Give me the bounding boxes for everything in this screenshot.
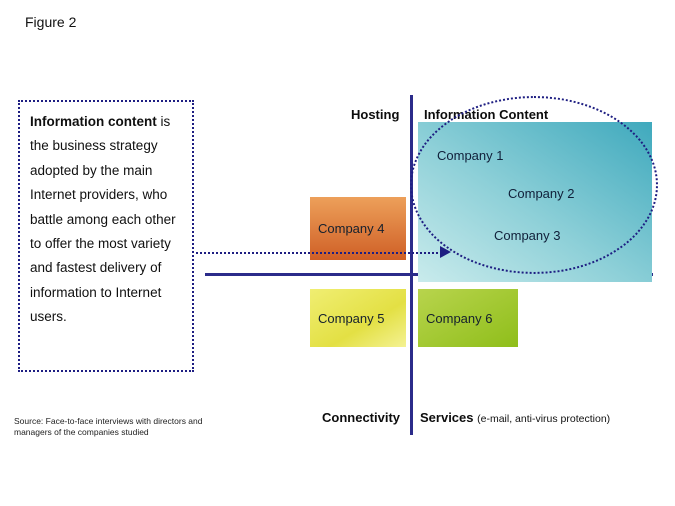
dotted-arrow-line bbox=[196, 252, 442, 254]
company-4-box: Company 4 bbox=[310, 197, 406, 260]
company-1-label: Company 1 bbox=[437, 148, 504, 163]
services-sublabel: (e-mail, anti-virus protection) bbox=[477, 413, 611, 425]
company-4-label: Company 4 bbox=[318, 221, 385, 236]
note-bold-text: Information content bbox=[30, 114, 157, 129]
annotation-note-box: Information content is the business stra… bbox=[18, 100, 194, 372]
quadrant-label-services: Services (e-mail, anti-virus protection) bbox=[420, 410, 610, 425]
dotted-ellipse-highlight bbox=[410, 96, 658, 274]
arrow-head-icon bbox=[440, 246, 451, 258]
company-5-box: Company 5 bbox=[310, 289, 406, 347]
company-6-box: Company 6 bbox=[418, 289, 518, 347]
quadrant-label-hosting: Hosting bbox=[351, 107, 400, 122]
company-5-label: Company 5 bbox=[318, 310, 385, 326]
quadrant-label-connectivity: Connectivity bbox=[322, 410, 401, 425]
company-6-label: Company 6 bbox=[426, 310, 493, 326]
vertical-axis-line bbox=[410, 95, 413, 435]
services-label-text: Services bbox=[420, 410, 474, 425]
company-2-label: Company 2 bbox=[508, 186, 575, 201]
source-note: Source: Face-to-face interviews with dir… bbox=[14, 416, 203, 437]
company-3-label: Company 3 bbox=[494, 228, 561, 243]
note-body-text: is the business strategy adopted by the … bbox=[30, 114, 176, 325]
figure-title: Figure 2 bbox=[25, 14, 77, 30]
